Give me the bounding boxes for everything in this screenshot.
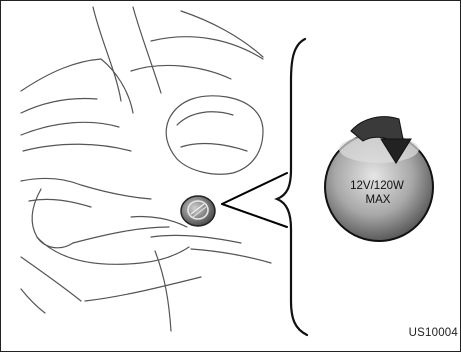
curly-bracket — [277, 39, 307, 335]
socket-cap-enlarged: 12V/120W MAX — [325, 117, 433, 241]
cap-max-text: MAX — [366, 194, 391, 206]
interior-sketch — [21, 7, 271, 331]
power-outlet-icon — [181, 196, 215, 226]
cap-rating-text: 12V/120W — [350, 180, 404, 192]
figure-code: US10004 — [409, 327, 458, 339]
